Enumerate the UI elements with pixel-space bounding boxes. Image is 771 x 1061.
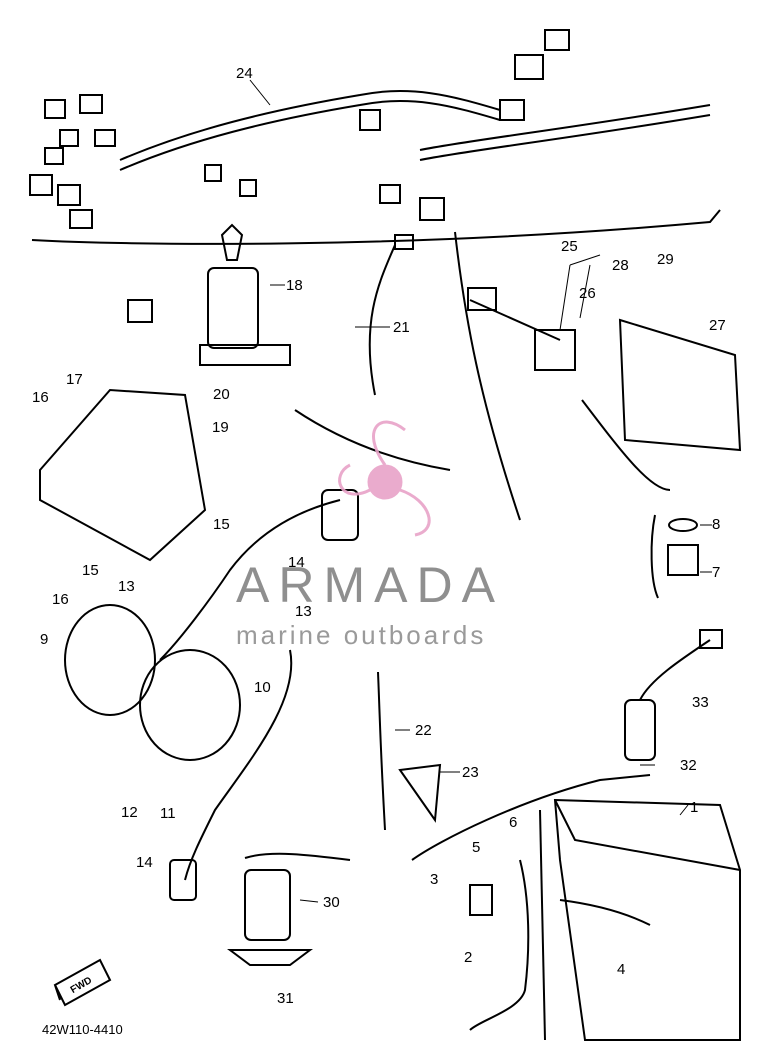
callout-2: 2	[464, 949, 473, 966]
callout-29: 27	[709, 317, 726, 334]
callout-11: 11	[160, 805, 176, 822]
callout-9: 9	[40, 631, 49, 648]
callout-21: 19	[212, 419, 229, 436]
callout-18: 16	[32, 389, 49, 406]
callout-13b: 13	[295, 603, 312, 620]
callout-31: 29	[657, 251, 674, 268]
callout-32: 30	[323, 894, 340, 911]
callout-24: 22	[415, 722, 432, 739]
callout-28: 26	[579, 285, 596, 302]
callout-6: 6	[509, 814, 518, 831]
callout-16: 16	[52, 591, 69, 608]
callout-14b: 14	[136, 854, 153, 871]
callout-22: 20	[213, 386, 230, 403]
callout-3: 3	[430, 871, 439, 888]
callout-20: 18	[286, 277, 303, 294]
callout-33: 31	[277, 990, 294, 1007]
callout-23: 21	[393, 319, 410, 336]
callout-1: 1	[690, 799, 699, 816]
callout-30: 28	[612, 257, 629, 274]
watermark-tagline: marine outboards	[236, 620, 487, 650]
diagram-code: 42W110-4410	[42, 1022, 123, 1037]
callout-26: 24	[236, 65, 253, 82]
callout-8: 8	[712, 516, 721, 533]
callout-15: 15	[213, 516, 230, 533]
callout-17: 15	[82, 562, 99, 579]
callout-25: 23	[462, 764, 479, 781]
callout-7: 7	[712, 564, 721, 581]
callout-10: 10	[254, 679, 271, 696]
callout-34: 32	[680, 757, 697, 774]
callout-27: 25	[561, 238, 578, 255]
callout-35: 33	[692, 694, 709, 711]
callout-12: 12	[121, 804, 138, 821]
callout-13a: 13	[118, 578, 135, 595]
callout-4: 4	[617, 961, 626, 978]
callout-5: 5	[472, 839, 481, 856]
callout-14a: 14	[288, 554, 305, 571]
watermark-brand: ARMADA	[236, 557, 504, 613]
callout-19: 17	[66, 371, 83, 388]
